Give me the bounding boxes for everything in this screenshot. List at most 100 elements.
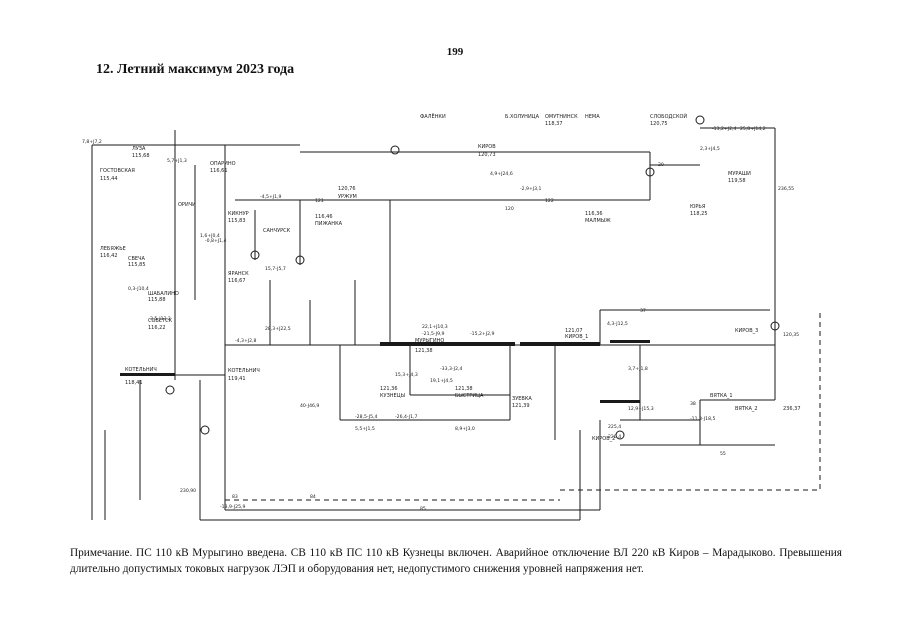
label-kotelnich-value: 119,41: [228, 376, 246, 382]
label-omutninsk: ОМУТНИНСК: [545, 114, 578, 120]
label-yaransk-value: 116,67: [228, 278, 246, 284]
label-sovetsk: СОВЕТСК: [148, 318, 173, 324]
label-falenki: ФАЛЁНКИ: [420, 113, 446, 120]
label-nema: НЕМА: [585, 114, 600, 120]
label-bystritsa: БЫСТРИЦА: [455, 393, 484, 399]
label-kotelnich: КОТЕЛЬНИЧ: [228, 368, 260, 374]
label-kotelnich-bus-value: 118,41: [125, 380, 143, 386]
flow-value: 1,6+J0,4: [200, 233, 220, 239]
flow-value: -4,3+J2,8: [235, 338, 257, 344]
line-number: 83: [232, 494, 238, 500]
label-vyatka-2: ВЯТКА_2: [735, 406, 758, 412]
scheme-line-numbers: 20 37 55 38 120 121 122 83 84 85: [232, 162, 726, 512]
label-orichi: ОРИЧИ: [178, 202, 196, 208]
flow-value: -2,9+J3,1: [520, 186, 542, 192]
label-kotelnich-bus: КОТЕЛЬНИЧ: [125, 367, 157, 373]
flow-value: 3,7+J1,8: [628, 366, 648, 372]
flow-value: 4,9+J24,6: [490, 171, 513, 177]
flow-value: -26,4-J1,7: [395, 414, 418, 420]
note-text: Примечание. ПС 110 кВ Мурыгино введена. …: [70, 547, 842, 575]
bus-kotelnich: [120, 373, 175, 376]
flow-value: 236,55: [778, 186, 794, 192]
transformer-kirov-2: [615, 430, 625, 440]
label-slobodskoy-value: 120,75: [650, 121, 668, 127]
line-number: 20: [658, 162, 664, 168]
flow-value: 12,9+J15,3: [628, 406, 654, 412]
label-yurya-value: 118,25: [690, 211, 708, 217]
label-lebyazhye: ЛЕБЯЖЬЕ: [100, 246, 126, 252]
label-gostovskaya: ГОСТОВСКАЯ: [100, 168, 135, 174]
flow-value: -28,5-J5,4: [355, 414, 378, 420]
transformer-west: [250, 250, 260, 260]
label-oparino-value: 116,61: [210, 168, 228, 174]
scheme-flow-values: -4,3+J2,8 22,1+J10,3 -21,5-J9,9 -15,2+J2…: [82, 126, 799, 510]
label-belaya-kholunitsa: Б.ХОЛУНИЦА: [505, 114, 540, 120]
flow-value: 15,7-J5,7: [265, 266, 286, 272]
label-murashi: МУРАШИ: [728, 171, 751, 177]
label-sovetsk-value: 116,22: [148, 325, 166, 331]
flow-value: 8,9+J3,0: [455, 426, 475, 432]
flow-value: -13,9-J25,9: [220, 504, 245, 510]
flow-value: -4,5+J1,9: [260, 194, 282, 200]
scheme-dashed-lines: [225, 310, 821, 520]
scheme-buses: [120, 340, 650, 403]
label-urzhum: УРЖУМ: [338, 194, 357, 200]
label-pizhanka: ПИЖАНКА: [315, 221, 343, 227]
flow-value: 22,1+J10,3: [422, 324, 448, 330]
label-urzhum-value: 120,76: [338, 186, 356, 192]
flow-value: 225,4: [608, 424, 621, 430]
flow-value: -11,3-J18,5: [690, 416, 715, 422]
flow-value: 15,3+J4,3: [395, 372, 418, 378]
label-svecha: СВЕЧА: [128, 256, 146, 262]
transformer-south: [200, 425, 210, 435]
label-vyatka-1: ВЯТКА_1: [710, 393, 733, 399]
label-pizhanka-value: 116,46: [315, 214, 333, 220]
label-luza: ЛУЗА: [132, 146, 146, 152]
line-number: 122: [545, 198, 554, 204]
label-kirov-1-value: 121,07: [565, 328, 583, 334]
line-number: 120: [505, 206, 514, 212]
dashed-link-2: [560, 310, 821, 491]
line-number: 37: [640, 308, 646, 314]
label-kuznetsy-value: 121,36: [380, 386, 398, 392]
label-bystritsa-value: 121,38: [455, 386, 473, 392]
scheme-labels: КОТЕЛЬНИЧ 118,41 КОТЕЛЬНИЧ 119,41 ГОСТОВ…: [100, 113, 801, 442]
flow-value: -33,3-J2,4: [440, 366, 463, 372]
flow-value: 28,3+J22,5: [265, 326, 291, 332]
label-malmyzh: МАЛМЫЖ: [585, 218, 611, 224]
transformer-top: [390, 145, 400, 155]
flow-value: -0,8+J1,4: [205, 238, 227, 244]
label-murygino-value: 121,38: [415, 348, 433, 354]
label-oparino: ОПАРИНО: [210, 161, 236, 167]
label-luza-value: 115,68: [132, 153, 150, 159]
page-title: 12. Летний максимум 2023 года: [96, 62, 295, 77]
bus-kirov-east: [610, 340, 650, 343]
label-sanchursk: САНЧУРСК: [263, 228, 291, 234]
label-slobodskoy: СЛОБОДСКОЙ: [650, 113, 687, 120]
label-gostovskaya-value: 115,44: [100, 176, 118, 182]
flow-value: 230,90: [180, 488, 196, 494]
bus-kirov-110: [380, 342, 515, 346]
label-vyatka-value: 236,37: [783, 406, 801, 412]
label-svecha-value: 115,85: [128, 262, 146, 268]
line-number: 121: [315, 198, 324, 204]
label-zuevka: ЗУЕВКА: [512, 396, 532, 402]
line-number: 55: [720, 451, 726, 457]
label-yurya: ЮРЬЯ: [690, 204, 705, 210]
flow-value: 5,5+J1,5: [355, 426, 375, 432]
flow-value: 7,8+J7,2: [82, 139, 102, 145]
flow-value: 220,4: [608, 434, 621, 440]
flow-value: -13,2+J2,4: [712, 126, 736, 132]
line-number: 38: [690, 401, 696, 407]
transformer-east: [770, 321, 780, 331]
transformer-far-right: [695, 115, 705, 125]
page-number: 199: [446, 46, 464, 58]
transformer-west-2: [295, 255, 305, 265]
bus-kirov-110-b: [520, 342, 600, 346]
flow-value: -15,2+J2,9: [470, 331, 494, 337]
label-lebyazhye-value: 116,42: [100, 253, 118, 259]
label-kirov-1: КИРОВ_1: [565, 334, 588, 340]
label-zuevka-value: 121,39: [512, 403, 530, 409]
